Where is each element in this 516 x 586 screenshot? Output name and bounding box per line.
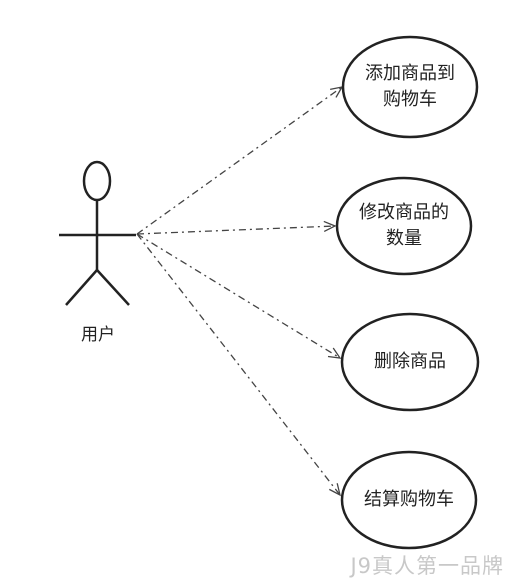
use-case-label-add-to-cart: 添加商品到 购物车 <box>346 42 474 132</box>
use-case-label-line: 删除商品 <box>374 351 446 372</box>
use-case-label-line: 数量 <box>386 228 422 249</box>
use-case-ellipse-checkout[interactable] <box>340 450 478 550</box>
use-case-ellipse-delete-item[interactable] <box>340 312 480 412</box>
actor-head <box>82 160 112 202</box>
use-case-label-line: 修改商品的 <box>359 202 449 223</box>
use-case-label-modify-quantity: 修改商品的 数量 <box>340 181 468 271</box>
association-arrow-modify-quantity <box>136 220 337 235</box>
use-case-ellipses <box>335 35 480 550</box>
watermark-text: J9真人第一品牌 <box>350 554 504 578</box>
use-case-label-checkout: 结算购物车 <box>345 455 473 545</box>
actor-figure <box>59 160 136 306</box>
actor-left-leg <box>65 269 98 306</box>
use-case-ellipse-modify-quantity[interactable] <box>335 176 473 276</box>
association-arrow-checkout <box>136 233 341 497</box>
association-arrow-add-to-cart <box>136 86 344 235</box>
association-lines <box>136 86 344 497</box>
use-case-ellipse-add-to-cart[interactable] <box>341 35 479 139</box>
actor-label: 用户 <box>81 325 115 345</box>
association-arrow-delete-item <box>136 233 342 359</box>
use-case-label-line: 结算购物车 <box>364 489 454 510</box>
use-case-label-delete-item: 删除商品 <box>346 317 474 407</box>
use-case-label-line: 购物车 <box>383 89 437 110</box>
actor-right-leg <box>96 269 130 306</box>
use-case-label-line: 添加商品到 <box>365 63 455 84</box>
